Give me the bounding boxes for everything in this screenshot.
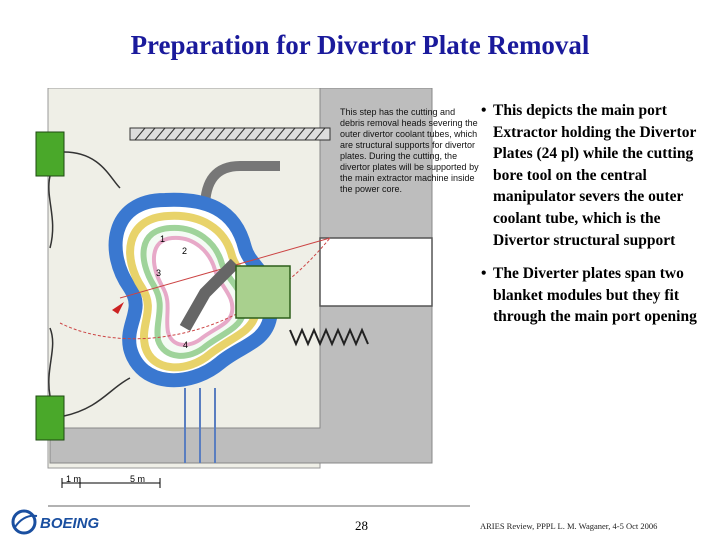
cable-bottom — [48, 327, 131, 417]
scale-label-5m: 5 m — [130, 474, 146, 484]
spring-coil — [289, 327, 369, 347]
module-number-1: 1 — [160, 234, 166, 244]
top-coil-hatch — [129, 127, 331, 141]
bullet-item: The Diverter plates span two blanket mod… — [479, 263, 714, 328]
logo-text: BOEING — [40, 515, 100, 532]
module-number-3: 3 — [156, 268, 162, 278]
page-number: 28 — [355, 518, 368, 533]
cut-path-line — [59, 237, 331, 340]
main-port-opening — [319, 237, 433, 307]
cable-top — [48, 151, 121, 249]
manipulator-arm — [179, 258, 240, 331]
module-number-4: 4 — [183, 340, 189, 350]
actuator-top — [35, 131, 65, 177]
footer-text: ARIES Review, PPPL L. M. Waganer, 4-5 Oc… — [480, 521, 658, 531]
scale-label-1m: 1 m — [66, 474, 82, 484]
actuator-bottom — [35, 395, 65, 441]
main-extractor-box — [235, 265, 291, 319]
page-title: Preparation for Divertor Plate Removal — [130, 30, 590, 60]
arrow-head-icon — [112, 302, 124, 314]
boeing-logo-icon: BOEING — [10, 507, 118, 537]
bullet-item: This depicts the main port Extractor hol… — [479, 100, 714, 251]
divertor-removal-diagram: 1 2 3 4 1 m 5 m — [0, 87, 482, 528]
module-number-2: 2 — [182, 246, 188, 256]
lower-supports — [184, 388, 216, 463]
bullet-list: This depicts the main port Extractor hol… — [479, 100, 714, 340]
diagram-callout: This step has the cutting and debris rem… — [340, 107, 479, 194]
